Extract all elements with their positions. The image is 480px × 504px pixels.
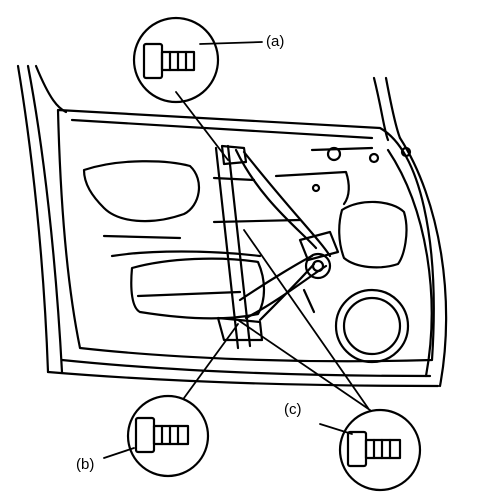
bolt-detail-a [132, 16, 220, 104]
regulator-motor [298, 230, 340, 314]
callout-label-c: (c) [284, 401, 302, 418]
inner-door-panel [56, 108, 435, 363]
callout-label-b: (b) [76, 456, 94, 473]
bolt-detail-b [126, 394, 210, 478]
leader-lines [103, 41, 371, 459]
bolt-detail-c [338, 408, 422, 492]
speaker-opening [334, 288, 410, 364]
door-frame [16, 64, 448, 388]
callout-label-a: (a) [266, 33, 284, 50]
